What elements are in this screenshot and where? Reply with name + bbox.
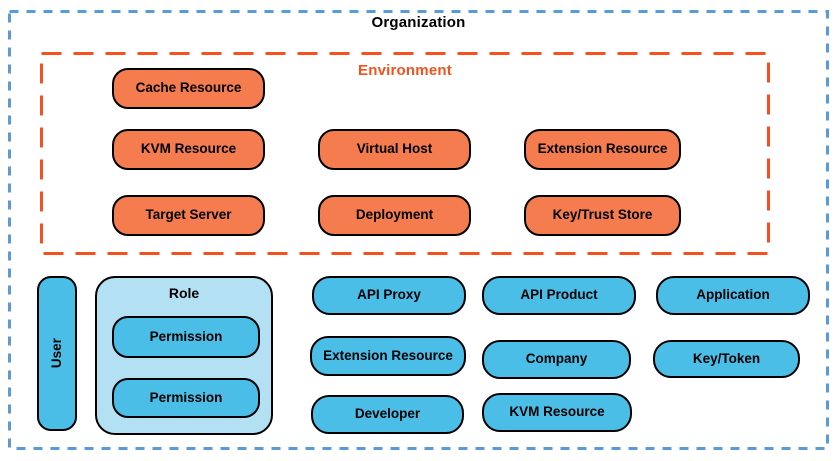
role-label: Role bbox=[168, 285, 200, 301]
env-box-extension-resource: Extension Resource bbox=[524, 129, 681, 170]
org-box-company: Company bbox=[482, 340, 631, 379]
env-box-key-trust-store: Key/Trust Store bbox=[524, 195, 681, 236]
env-box-virtual-host: Virtual Host bbox=[318, 129, 471, 170]
org-box-application: Application bbox=[656, 276, 810, 315]
env-box-target-server: Target Server bbox=[112, 195, 265, 236]
org-box-api-product: API Product bbox=[482, 276, 636, 315]
org-box-extension-resource: Extension Resource bbox=[310, 336, 466, 376]
user-label: User bbox=[48, 338, 64, 369]
org-box-api-proxy: API Proxy bbox=[312, 276, 466, 315]
env-box-cache-resource: Cache Resource bbox=[112, 68, 265, 109]
org-box-kvm-resource: KVM Resource bbox=[482, 393, 632, 432]
org-box-developer: Developer bbox=[311, 395, 464, 434]
env-box-kvm-resource: KVM Resource bbox=[112, 129, 265, 170]
environment-label: Environment bbox=[358, 62, 452, 79]
env-box-deployment: Deployment bbox=[318, 195, 471, 236]
org-box-key-token: Key/Token bbox=[653, 340, 800, 378]
permission-box: Permission bbox=[112, 378, 260, 418]
user-box: User bbox=[37, 276, 77, 431]
permission-box: Permission bbox=[112, 316, 260, 358]
organization-label: Organization bbox=[371, 14, 466, 31]
